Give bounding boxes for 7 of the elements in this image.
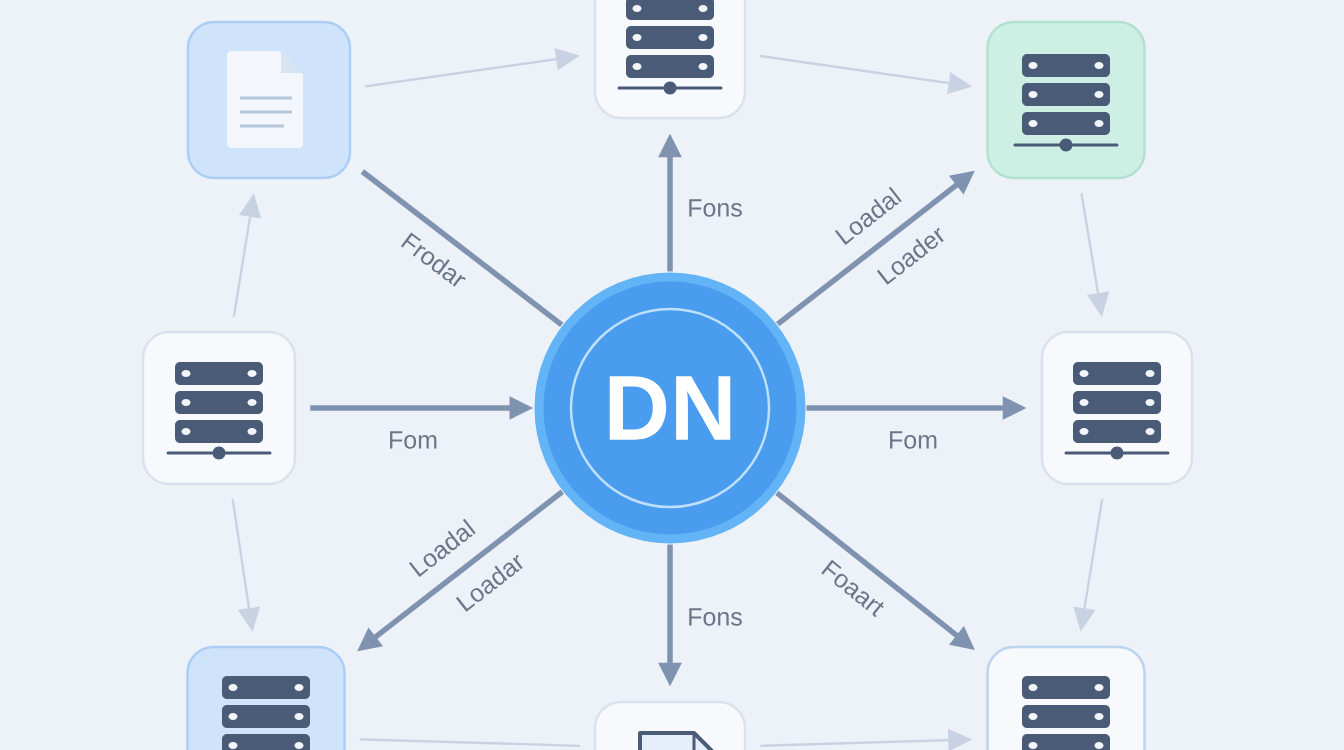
edge-label: Fom [890,431,937,449]
edge-label: Fons [689,199,742,217]
edge-label: Fons [689,608,742,626]
connector-line [359,738,580,747]
circle-node: DN [534,272,806,544]
connector-line [360,169,564,327]
edge-label: Fom [390,431,437,449]
